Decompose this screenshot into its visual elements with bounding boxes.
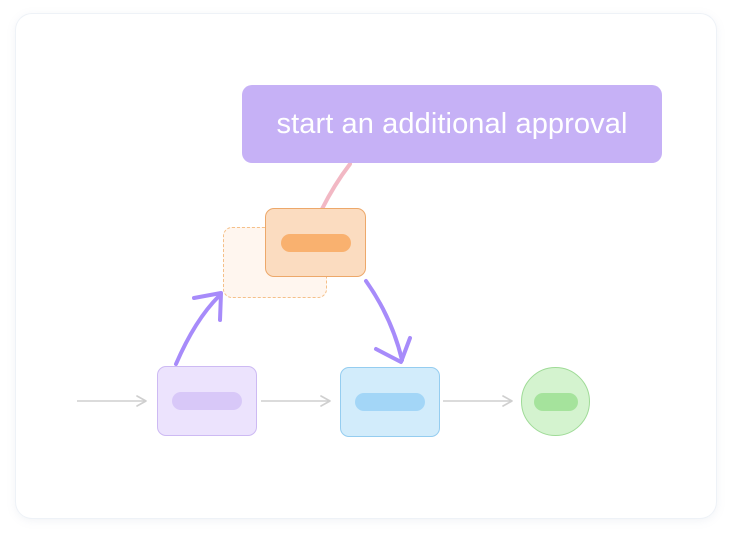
branch-up-arrow	[174, 294, 221, 366]
branch-down-arrow	[364, 279, 404, 362]
node-label-placeholder	[533, 392, 578, 411]
branch-up-arrowhead	[192, 291, 223, 322]
node-label-placeholder	[280, 233, 351, 252]
additional-approval-callout: start an additional approval	[242, 85, 662, 163]
added-approval-node[interactable]	[265, 208, 366, 277]
callout-text: start an additional approval	[276, 107, 628, 140]
branch-down-arrowhead	[374, 336, 412, 364]
node-label-placeholder	[172, 392, 242, 410]
start-node[interactable]	[157, 366, 257, 436]
end-node[interactable]	[521, 367, 590, 436]
callout-connector	[320, 162, 352, 211]
node-label-placeholder	[355, 393, 425, 411]
next-step-node[interactable]	[340, 367, 440, 437]
